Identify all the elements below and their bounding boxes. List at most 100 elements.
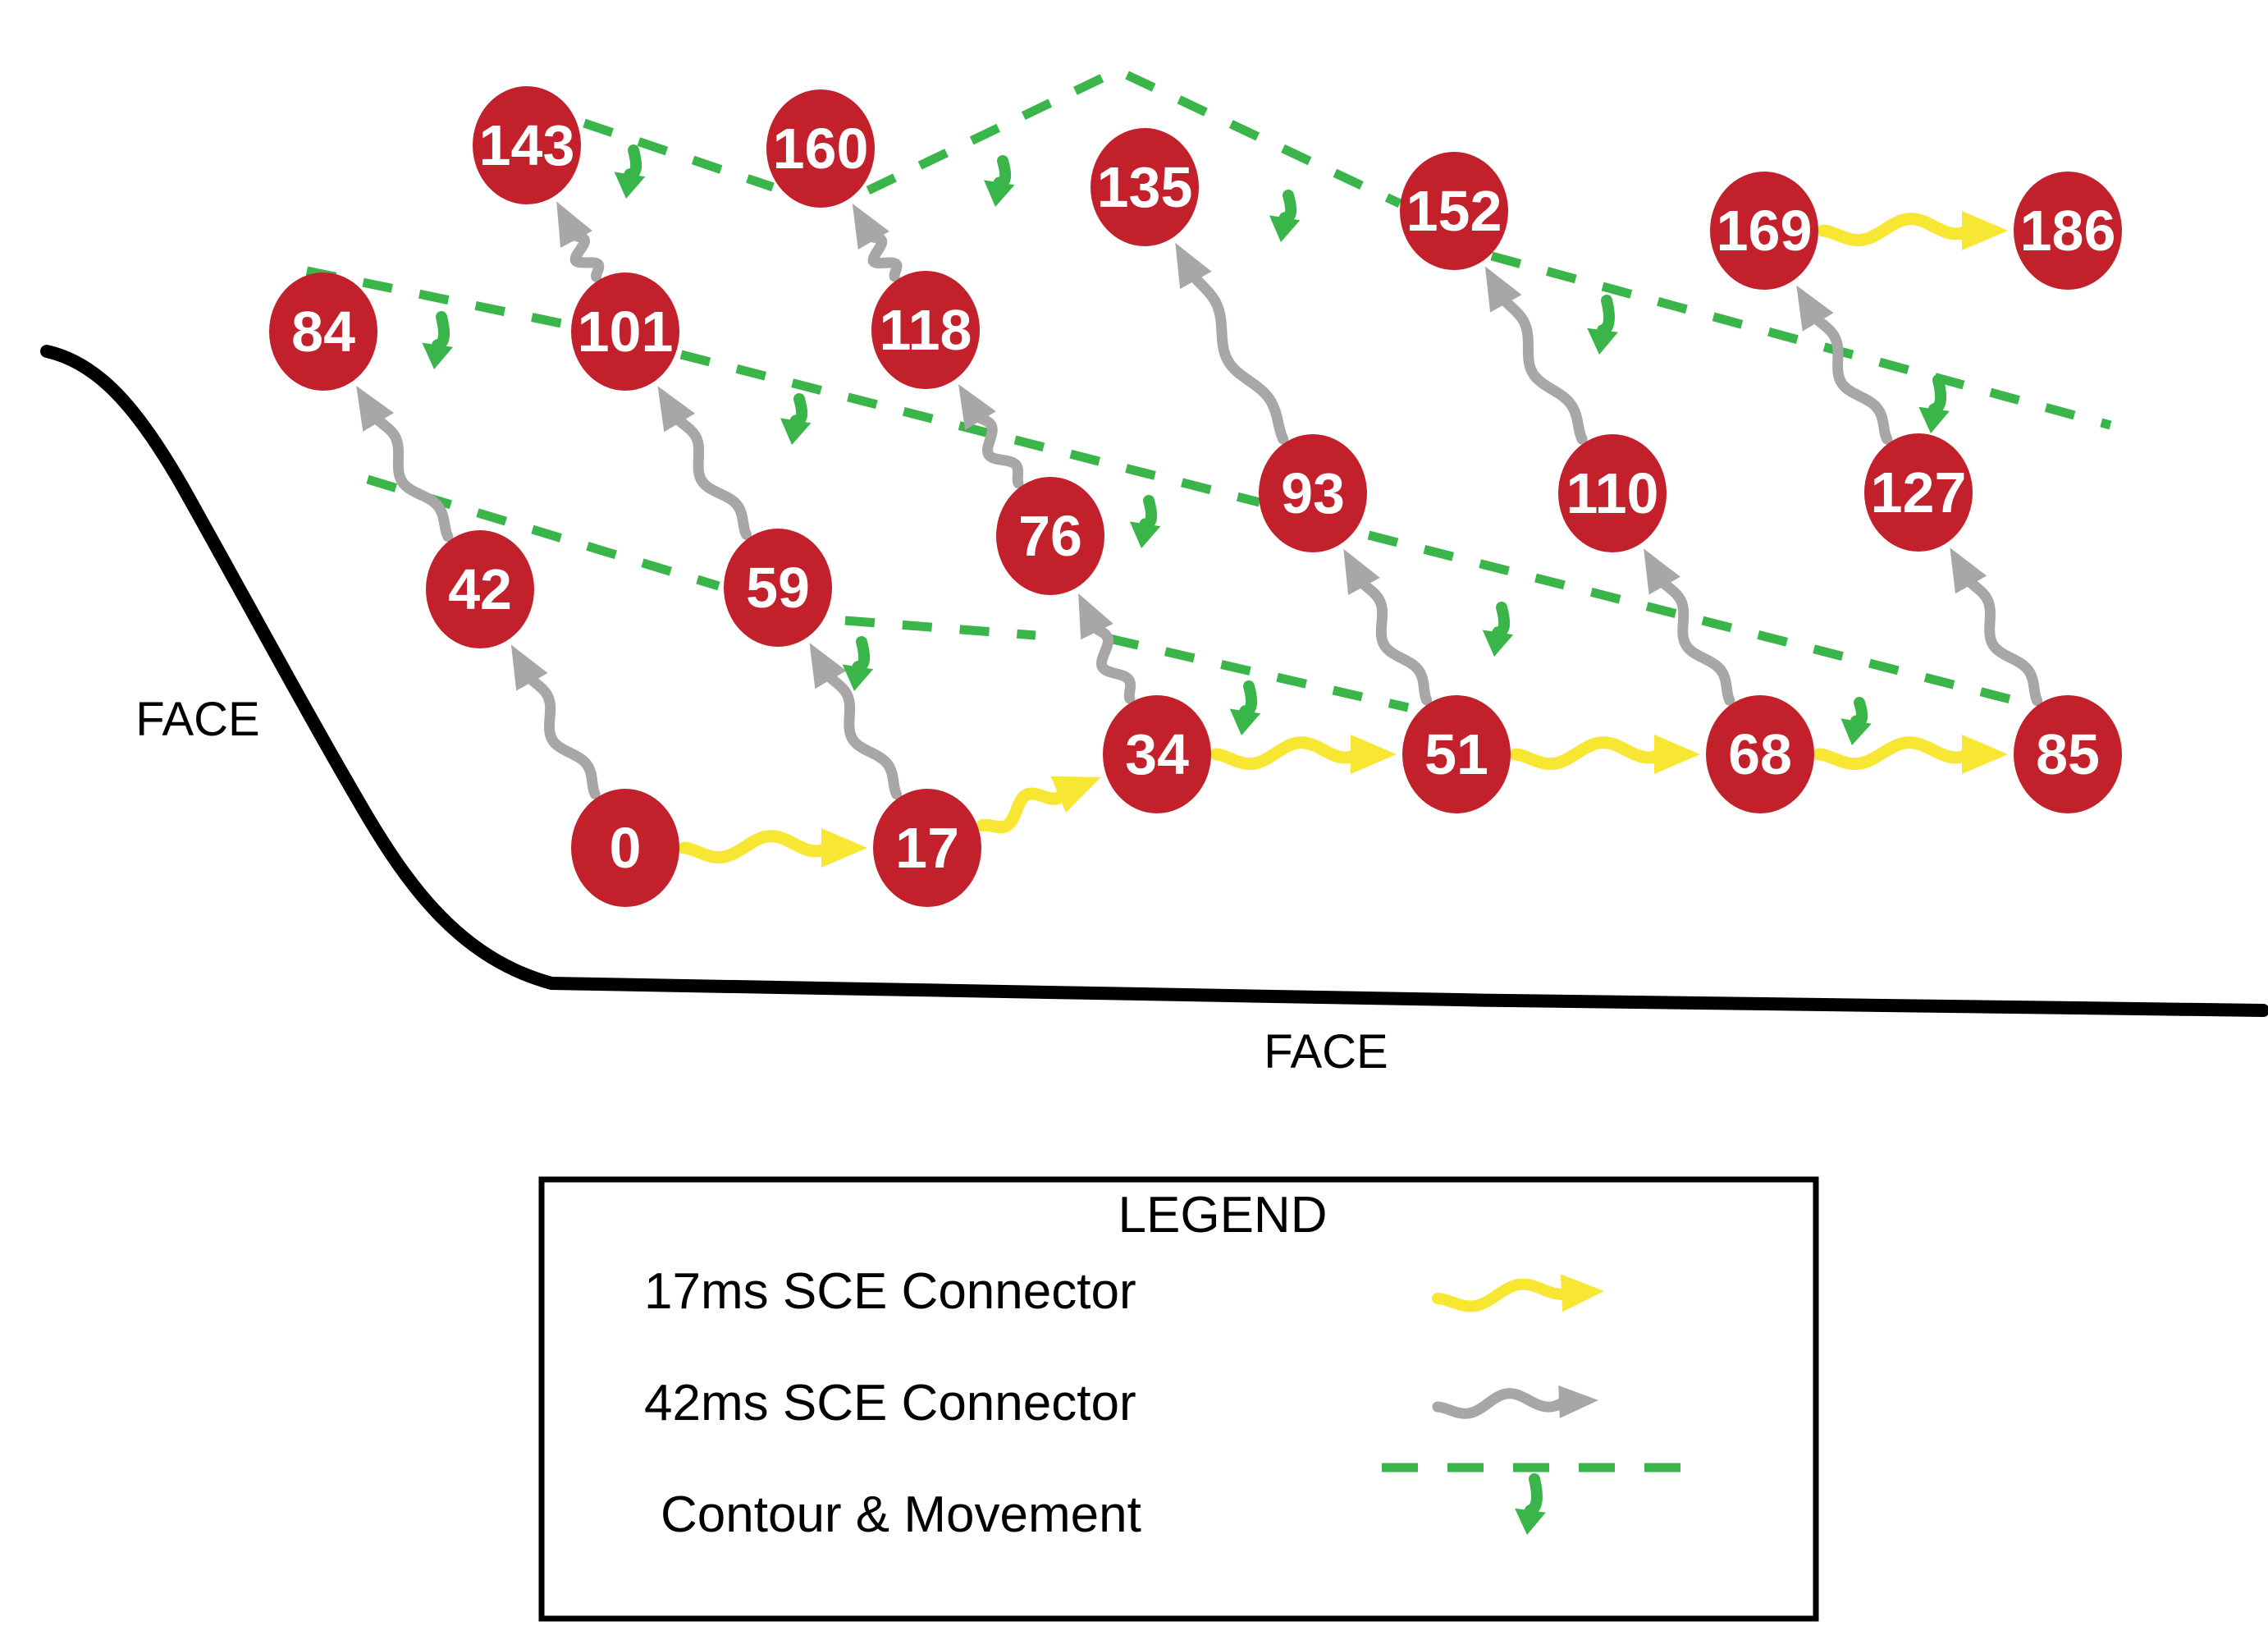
- connectors-layer: [356, 201, 2043, 868]
- movement-arrow-head: [1840, 718, 1872, 745]
- connector-42ms-17-59-head: [809, 643, 847, 689]
- sce-node-17: [873, 789, 981, 907]
- sce-node-93: [1259, 434, 1367, 552]
- movement-arrow: [1597, 295, 1616, 337]
- movement-arrow-head: [984, 180, 1015, 207]
- sce-node-label-0: 0: [610, 816, 642, 880]
- connector-17ms-169-186-head: [1962, 211, 2008, 250]
- legend: LEGEND 17ms SCE Connector 42ms SCE Conne…: [538, 1176, 1819, 1622]
- contour-movement-line: [866, 65, 1402, 208]
- connector-42ms-85-127-head: [1950, 547, 1987, 594]
- sce-node-label-93: 93: [1281, 461, 1345, 525]
- sce-node-186: [2014, 172, 2122, 290]
- movement-arrow: [993, 155, 1012, 189]
- connector-42ms-42-84: [371, 413, 454, 543]
- connector-17ms-0-17-head: [821, 828, 867, 868]
- sce-node-label-42: 42: [448, 557, 512, 621]
- sce-node-59: [724, 529, 832, 647]
- sce-node-127: [1864, 433, 1973, 552]
- connector-42ms-34-76: [1090, 622, 1136, 704]
- legend-icon-movement-arrow: [1524, 1473, 1543, 1517]
- contour-movement-line: [305, 266, 571, 330]
- sce-node-152: [1400, 152, 1508, 270]
- connector-42ms-93-135: [1188, 271, 1289, 445]
- face-label-bottom: FACE: [1264, 1025, 1388, 1079]
- connector-42ms-76-118: [972, 411, 1024, 489]
- sce-node-42: [426, 530, 534, 648]
- sce-node-label-127: 127: [1871, 460, 1967, 524]
- connector-42ms-34-76-head: [1078, 593, 1113, 640]
- legend-icon-42ms-connector: [1432, 1388, 1569, 1419]
- legend-icon-42ms-connector-head: [1558, 1385, 1598, 1418]
- connector-42ms-127-169-head: [1796, 285, 1834, 332]
- connector-42ms-110-152: [1498, 294, 1588, 445]
- legend-icon-17ms-connector: [1432, 1278, 1572, 1312]
- legend-icon-17ms-connector-head: [1561, 1274, 1604, 1312]
- connector-42ms-76-118-head: [958, 384, 996, 430]
- connector-17ms-68-85: [1813, 736, 1973, 771]
- movement-arrow: [852, 636, 871, 673]
- connector-42ms-17-59: [823, 671, 902, 800]
- sce-node-label-110: 110: [1566, 461, 1659, 525]
- sce-node-label-143: 143: [479, 113, 575, 177]
- sce-node-68: [1706, 695, 1814, 813]
- movement-arrow-head: [842, 664, 874, 691]
- legend-item-contour-label: Contour & Movement: [661, 1486, 1141, 1543]
- connector-42ms-0-42-head: [510, 644, 548, 691]
- contour-movement-line: [679, 350, 1261, 507]
- sce-node-label-17: 17: [895, 816, 959, 880]
- sce-node-101: [571, 272, 679, 391]
- movement-arrow: [789, 393, 808, 427]
- movement-arrow-head: [614, 172, 646, 199]
- movement-arrow: [624, 144, 642, 181]
- connector-17ms-68-85-head: [1962, 735, 2008, 774]
- legend-box: [538, 1176, 1819, 1622]
- connector-42ms-101-143-head: [556, 201, 592, 248]
- connector-42ms-0-42: [524, 672, 601, 799]
- connector-42ms-118-160-head: [852, 203, 889, 250]
- movement-arrow-head: [780, 418, 812, 445]
- connector-17ms-51-68-head: [1654, 735, 1700, 774]
- contour-movement-line: [1367, 530, 2022, 707]
- sce-node-label-118: 118: [880, 298, 972, 362]
- face-contour-line: [40, 345, 2268, 1017]
- contour-movement-line: [1108, 634, 1410, 712]
- legend-icon-movement-arrow-head: [1515, 1508, 1546, 1535]
- movement-arrow: [1492, 602, 1511, 639]
- contour-movement-line: [844, 616, 1036, 640]
- sce-node-label-169: 169: [1717, 199, 1813, 263]
- movement-arrow-head: [1482, 630, 1514, 657]
- sce-node-label-186: 186: [2020, 199, 2116, 263]
- legend-item-17ms-label: 17ms SCE Connector: [644, 1263, 1136, 1320]
- movement-arrow: [1928, 374, 1947, 415]
- sce-node-label-34: 34: [1125, 722, 1189, 786]
- sce-node-143: [473, 86, 581, 204]
- connector-17ms-0-17: [678, 830, 833, 864]
- contour-movement-line: [1490, 251, 2112, 430]
- movement-arrow-head: [422, 342, 453, 369]
- legend-icons: [1382, 1274, 1697, 1535]
- connector-42ms-42-84-head: [356, 385, 394, 432]
- connector-17ms-17-34: [976, 786, 1069, 834]
- connector-17ms-51-68: [1509, 736, 1666, 771]
- connector-17ms-34-51: [1209, 736, 1362, 771]
- sce-node-label-84: 84: [291, 300, 355, 364]
- movement-arrow: [1850, 697, 1868, 727]
- sce-node-118: [871, 271, 980, 389]
- sce-node-51: [1402, 695, 1511, 813]
- movement-arrow: [1239, 680, 1258, 717]
- connector-42ms-93-135-head: [1175, 242, 1212, 290]
- connector-42ms-59-101: [672, 414, 752, 540]
- movement-arrow-head: [1129, 521, 1161, 548]
- legend-item-42ms-label: 42ms SCE Connector: [644, 1375, 1136, 1431]
- connector-42ms-51-93: [1356, 577, 1433, 706]
- sce-node-label-85: 85: [2036, 722, 2100, 786]
- sce-node-34: [1103, 695, 1211, 813]
- sce-node-label-51: 51: [1424, 722, 1488, 786]
- sce-node-135: [1091, 128, 1199, 246]
- sce-node-label-160: 160: [773, 117, 869, 181]
- sce-node-84: [269, 272, 377, 391]
- connector-42ms-68-110-head: [1644, 548, 1680, 595]
- sce-node-85: [2014, 695, 2122, 813]
